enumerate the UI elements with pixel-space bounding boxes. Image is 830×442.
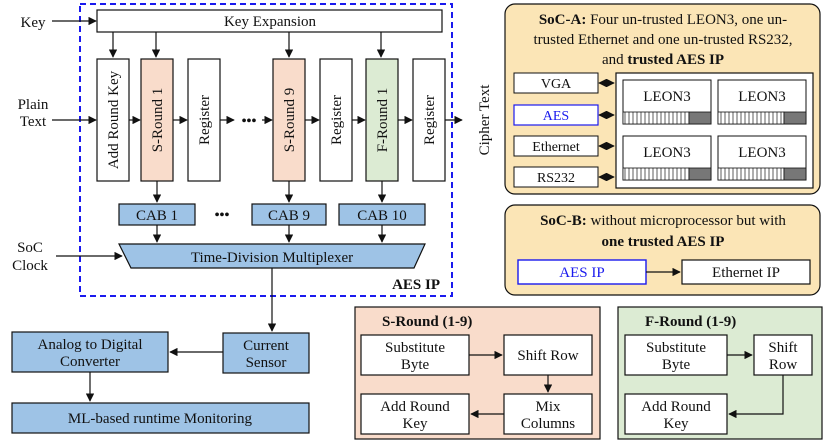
soc-b-title-line-1: SoC-B: without microprocessor but with bbox=[540, 213, 786, 229]
soc-a-vga-label: VGA bbox=[541, 77, 572, 92]
tdm-label: Time-Division Multiplexer bbox=[191, 250, 353, 266]
leon3-core-2-label: LEON3 bbox=[738, 89, 786, 105]
ml-monitoring-block bbox=[11, 402, 310, 434]
key-expansion-block bbox=[96, 9, 443, 33]
leon3-core-2-reg bbox=[783, 111, 807, 125]
cab-9-label: CAB 9 bbox=[268, 208, 310, 224]
register-1-block bbox=[187, 58, 221, 182]
cipher-text-label: Cipher Text bbox=[477, 84, 493, 156]
f-round-1-label: F-Round 1 bbox=[375, 88, 391, 153]
s-round-shift-row-label: Shift Row bbox=[517, 348, 578, 364]
soc-b-ethernet-ip-label: Ethernet IP bbox=[712, 265, 780, 281]
soc-a-title-line-1: SoC-A: Four un-trusted LEON3, one un- bbox=[539, 12, 787, 28]
plain-text-label-1: Plain bbox=[18, 97, 49, 113]
leon3-core-1-cache bbox=[622, 111, 690, 125]
leon3-core-2-cache bbox=[717, 111, 785, 125]
s-round-1-label: S-Round 1 bbox=[150, 88, 166, 153]
soc-a-vga-block bbox=[513, 72, 599, 94]
current-sensor-block bbox=[222, 332, 310, 374]
s-round-ark-label-2: Key bbox=[403, 416, 428, 432]
soc-clock-label-1: SoC bbox=[17, 240, 43, 256]
cab-ellipsis: ••• bbox=[215, 208, 230, 223]
aes-ip-label: AES IP bbox=[392, 277, 440, 293]
leon3-core-1-reg bbox=[688, 111, 712, 125]
soc-a-aes-block bbox=[513, 104, 599, 126]
f-round-ark-label-1: Add Round bbox=[641, 399, 711, 415]
soc-a-ethernet-label: Ethernet bbox=[532, 140, 580, 155]
s-round-add-round-key-block bbox=[360, 393, 470, 435]
leon3-core-4-cache bbox=[717, 167, 785, 181]
f-round-substitute-block bbox=[624, 334, 728, 376]
register-10-label: Register bbox=[422, 95, 438, 145]
register-10-block bbox=[412, 58, 446, 182]
leon3-core-4-reg bbox=[783, 167, 807, 181]
soc-a-title-line-3: and trusted AES IP bbox=[602, 52, 724, 68]
tdm-block bbox=[118, 243, 426, 269]
s-round-shift-row-block bbox=[503, 334, 593, 376]
ml-monitoring-label: ML-based runtime Monitoring bbox=[68, 411, 253, 427]
soc-b-title-line-2: one trusted AES IP bbox=[602, 234, 725, 250]
s-round-substitute-label-2: Byte bbox=[401, 357, 430, 373]
adc-block bbox=[11, 331, 169, 373]
f-round-panel-title: F-Round (1-9) bbox=[645, 314, 736, 330]
soc-a-rs232-label: RS232 bbox=[537, 171, 575, 186]
adc-label-2: Converter bbox=[60, 354, 120, 370]
f-round-substitute-label-1: Substitute bbox=[646, 340, 706, 356]
soc-b-aes-ip-block bbox=[517, 259, 647, 285]
soc-a-aes-label: AES bbox=[543, 109, 569, 124]
soc-clock-label-2: Clock bbox=[12, 258, 48, 274]
s-round-substitute-block bbox=[360, 334, 470, 376]
f-round-shift-label-1: Shift bbox=[768, 340, 798, 356]
leon3-core-3-reg bbox=[688, 167, 712, 181]
f-round-ark-label-2: Key bbox=[664, 416, 689, 432]
s-round-panel-title: S-Round (1-9) bbox=[382, 314, 472, 330]
s-round-mix-label-1: Mix bbox=[535, 399, 561, 415]
s-round-9-label: S-Round 9 bbox=[282, 88, 298, 153]
soc-b-ethernet-ip-block bbox=[681, 259, 811, 285]
add-round-key-label: Add Round Key bbox=[106, 70, 122, 169]
s-round-ark-label-1: Add Round bbox=[380, 399, 450, 415]
s-round-1-block bbox=[140, 58, 174, 182]
register-1-label: Register bbox=[197, 95, 213, 145]
current-sensor-label-2: Sensor bbox=[246, 355, 287, 371]
cab-1-label: CAB 1 bbox=[136, 208, 178, 224]
soc-b-aes-ip-label: AES IP bbox=[559, 265, 604, 281]
register-9-label: Register bbox=[329, 95, 345, 145]
soc-a-rs232-block bbox=[513, 166, 599, 188]
leon3-core-4-label: LEON3 bbox=[738, 145, 786, 161]
f-round-shift-label-2: Row bbox=[769, 357, 798, 373]
adc-label-1: Analog to Digital bbox=[38, 337, 143, 353]
pipeline-ellipsis: ••• bbox=[242, 114, 257, 129]
s-round-mix-label-2: Columns bbox=[521, 416, 575, 432]
plain-text-label-2: Text bbox=[20, 114, 47, 130]
current-sensor-label-1: Current bbox=[243, 338, 290, 354]
cab-10-label: CAB 10 bbox=[357, 208, 407, 224]
f-round-add-round-key-block bbox=[624, 393, 728, 435]
leon3-core-1-label: LEON3 bbox=[643, 89, 691, 105]
s-round-substitute-label-1: Substitute bbox=[385, 340, 445, 356]
f-round-shift-row-block bbox=[753, 334, 813, 376]
soc-a-ethernet-block bbox=[513, 135, 599, 157]
f-shift-to-ark-arrow bbox=[728, 375, 784, 419]
key-input-label: Key bbox=[21, 15, 46, 31]
key-expansion-label: Key Expansion bbox=[224, 14, 317, 30]
f-round-substitute-label-2: Byte bbox=[662, 357, 691, 373]
leon3-core-3-label: LEON3 bbox=[643, 145, 691, 161]
f-round-1-block bbox=[365, 58, 399, 182]
aes-ip-boundary bbox=[79, 3, 453, 297]
soc-a-title-line-2: trusted Ethernet and one un-trusted RS23… bbox=[533, 32, 792, 48]
register-9-block bbox=[319, 58, 353, 182]
s-round-9-block bbox=[272, 58, 306, 182]
leon3-core-3-cache bbox=[622, 167, 690, 181]
